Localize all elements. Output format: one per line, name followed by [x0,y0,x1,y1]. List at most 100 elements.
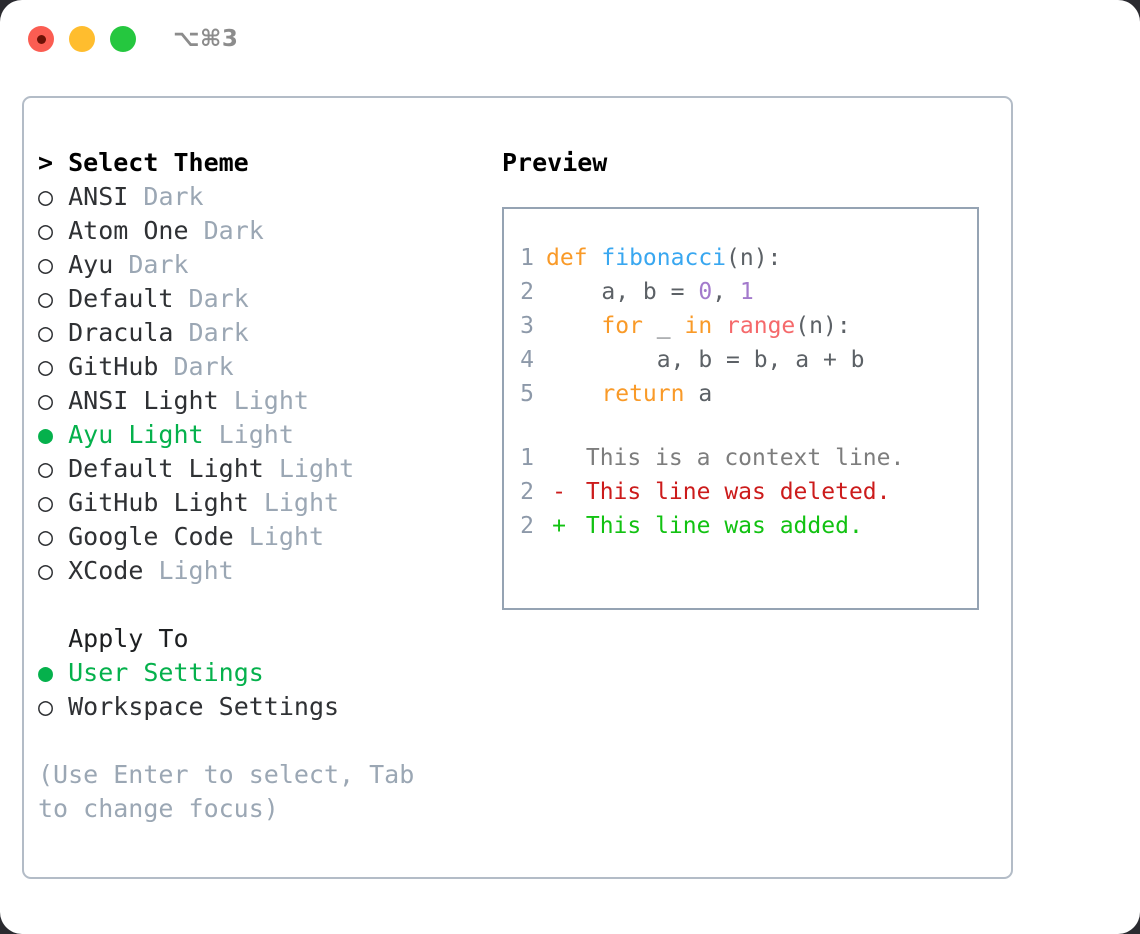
code-token-num: 1 [739,279,754,305]
radio-unselected-icon: ○ [38,216,54,245]
code-token-num: 0 [698,279,713,305]
theme-option-atom-one[interactable]: ○ Atom One Dark [38,214,498,248]
code-line-number: 2 [520,279,534,305]
theme-option-ayu-light[interactable]: ● Ayu Light Light [38,418,498,452]
theme-option-tag: Light [263,488,340,517]
theme-option-tag: Light [158,556,234,585]
code-token-punc: , [712,279,740,305]
theme-option-xcode[interactable]: ○ XCode Light [38,554,498,588]
theme-option-tag: Dark [203,216,264,245]
code-token-kw: return [601,381,685,407]
code-line: 4 a, b = b, a + b [504,343,977,377]
code-line: 5 return a [504,377,977,411]
title-bar: ⌥⌘3 [0,0,1140,78]
theme-option-label: Atom One [68,216,189,245]
apply-option-workspace-settings[interactable]: ○ Workspace Settings [38,690,498,724]
apply-to-heading: Apply To [38,624,189,653]
code-token-var [712,313,726,339]
theme-option-ansi[interactable]: ○ ANSI Dark [38,180,498,214]
radio-unselected-icon: ○ [38,182,54,211]
theme-option-label: Default [68,284,174,313]
diff-marker: - [552,479,566,505]
theme-option-default[interactable]: ○ Default Dark [38,282,498,316]
theme-option-default-light[interactable]: ○ Default Light Light [38,452,498,486]
code-line-number: 1 [520,245,534,271]
code-line-content: return a [546,377,712,411]
code-token-var [546,381,601,407]
theme-selector-column: > Select Theme ○ ANSI Dark○ Atom One Dar… [38,146,498,826]
theme-option-ayu[interactable]: ○ Ayu Dark [38,248,498,282]
theme-option-tag: Light [248,522,325,551]
theme-option-label: Ayu Light [68,420,204,449]
theme-list: ○ ANSI Dark○ Atom One Dark○ Ayu Dark○ De… [38,180,498,588]
diff-line-number: 1 [520,445,534,471]
keyboard-hint: (Use Enter to select, Tab to change focu… [38,760,415,823]
radio-unselected-icon: ○ [38,352,54,381]
theme-option-label: ANSI Light [68,386,219,415]
zoom-button[interactable] [110,26,136,52]
theme-option-tag: Dark [143,182,204,211]
code-line: 3 for _ in range(n): [504,309,977,343]
radio-unselected-icon: ○ [38,284,54,313]
diff-line-text: This line was added. [572,513,863,539]
preview-heading: Preview [502,148,608,177]
diff-line-text: This is a context line. [572,445,905,471]
radio-selected-icon: ● [38,420,54,449]
radio-unselected-icon: ○ [38,386,54,415]
radio-unselected-icon: ○ [38,454,54,483]
diff-line-text: This line was deleted. [572,479,891,505]
code-line-number: 3 [520,313,534,339]
radio-unselected-icon: ○ [38,522,54,551]
minimize-button[interactable] [69,26,95,52]
theme-option-github[interactable]: ○ GitHub Dark [38,350,498,384]
code-line-number: 5 [520,381,534,407]
theme-option-label: Default Light [68,454,264,483]
code-token-fn: fibonacci [601,245,727,271]
theme-option-github-light[interactable]: ○ GitHub Light Light [38,486,498,520]
code-token-kw: def [546,245,602,271]
code-token-kw: for [601,313,643,339]
theme-option-ansi-light[interactable]: ○ ANSI Light Light [38,384,498,418]
radio-selected-icon: ● [38,658,54,687]
diff-marker [546,441,572,475]
code-line: 1 def fibonacci(n): [504,241,977,275]
theme-option-tag: Light [233,386,309,415]
diff-line-ctx: 1 This is a context line. [504,441,977,475]
theme-option-tag: Dark [173,352,234,381]
theme-option-google-code[interactable]: ○ Google Code Light [38,520,498,554]
radio-unselected-icon: ○ [38,556,54,585]
code-token-punc: (n): [726,245,782,271]
keyboard-shortcut-label: ⌥⌘3 [173,26,239,52]
code-token-punc: (n): [795,313,851,339]
code-line-content: a, b = b, a + b [546,343,865,377]
code-token-kw: in [684,313,713,339]
code-line-content: for _ in range(n): [546,309,851,343]
radio-unselected-icon: ○ [38,250,54,279]
code-token-var: a, b = b, a + b [546,347,865,373]
theme-option-label: Google Code [68,522,234,551]
apply-option-user-settings[interactable]: ● User Settings [38,656,498,690]
code-line-content: def fibonacci(n): [546,241,781,275]
diff-marker: + [552,513,566,539]
list-spacer [38,588,498,622]
select-theme-heading: > Select Theme [38,148,249,177]
theme-option-dracula[interactable]: ○ Dracula Dark [38,316,498,350]
code-token-var: a [684,381,713,407]
theme-option-label: Ayu [68,250,114,279]
code-line: 2 a, b = 0, 1 [504,275,977,309]
radio-unselected-icon: ○ [38,488,54,517]
code-token-call: range [726,313,796,339]
close-button[interactable] [28,26,54,52]
radio-unselected-icon: ○ [38,318,54,347]
diff-block: 1 This is a context line. 2- This line wa… [504,441,977,543]
diff-line-number: 2 [520,513,534,539]
content-panel: > Select Theme ○ ANSI Dark○ Atom One Dar… [22,96,1013,879]
theme-option-tag: Dark [188,284,249,313]
code-line-number: 4 [520,347,534,373]
radio-unselected-icon: ○ [38,692,54,721]
